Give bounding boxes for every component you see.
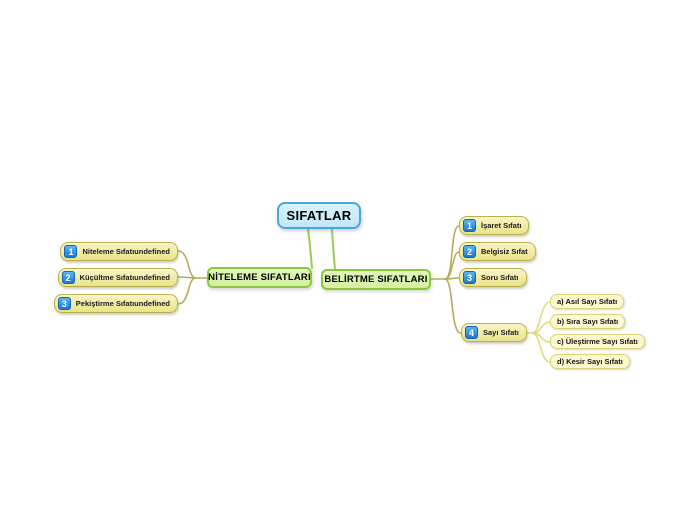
node-asil-sayi-sifati[interactable]: a) Asıl Sayı Sıfatı: [550, 294, 625, 309]
node-label: Soru Sıfatı: [481, 273, 519, 282]
node-pekistirme-sifati[interactable]: 3 Pekiştirme Sıfatıundefined: [53, 294, 178, 313]
node-isaret-sifati[interactable]: 1 İşaret Sıfatı: [459, 216, 530, 235]
node-label: Pekiştirme Sıfatıundefined: [75, 299, 170, 308]
number-badge: 3: [57, 297, 71, 310]
node-label: Sayı Sıfatı: [483, 328, 519, 337]
node-kucultme-sifati[interactable]: 2 Küçültme Sıfatıundefined: [57, 268, 178, 287]
connector-niteleme-child-1: [177, 250, 197, 279]
connector-niteleme-child-3: [177, 277, 197, 305]
connector-root-belirtme: [331, 228, 336, 271]
number-badge: 4: [465, 326, 478, 339]
connector-sayi-child-d: [531, 332, 551, 363]
node-label: İşaret Sıfatı: [481, 221, 522, 230]
number-badge: 2: [61, 271, 75, 284]
connector-root-niteleme: [307, 228, 313, 269]
node-label: Niteleme Sıfatıundefined: [82, 247, 170, 256]
node-ulestirme-sayi-sifati[interactable]: c) Üleştirme Sayı Sıfatı: [550, 334, 645, 349]
node-belirtme-sifatlari[interactable]: BELİRTME SIFATLARI: [321, 269, 431, 290]
node-soru-sifati[interactable]: 3 Soru Sıfatı: [459, 268, 527, 287]
node-sayi-sifati[interactable]: 4 Sayı Sıfatı: [461, 323, 527, 342]
connector-belirtme-child-4: [444, 278, 462, 334]
node-belgisiz-sifat[interactable]: 2 Belgisiz Sıfat: [459, 242, 536, 261]
node-label: Belgisiz Sıfat: [481, 247, 528, 256]
node-niteleme-sifatlari[interactable]: NİTELEME SIFATLARI: [207, 267, 312, 288]
number-badge: 3: [463, 271, 476, 284]
node-niteleme-sifati[interactable]: 1 Niteleme Sıfatıundefined: [60, 242, 178, 261]
number-badge: 1: [463, 219, 476, 232]
number-badge: 1: [64, 245, 78, 258]
node-kesir-sayi-sifati[interactable]: d) Kesir Sayı Sıfatı: [550, 354, 630, 369]
node-sira-sayi-sifati[interactable]: b) Sıra Sayı Sıfatı: [550, 314, 626, 329]
node-sifatlar[interactable]: SIFATLAR: [277, 202, 361, 229]
connector-niteleme-child-2: [177, 276, 197, 279]
number-badge: 2: [463, 245, 476, 258]
node-label: Küçültme Sıfatıundefined: [79, 273, 170, 282]
